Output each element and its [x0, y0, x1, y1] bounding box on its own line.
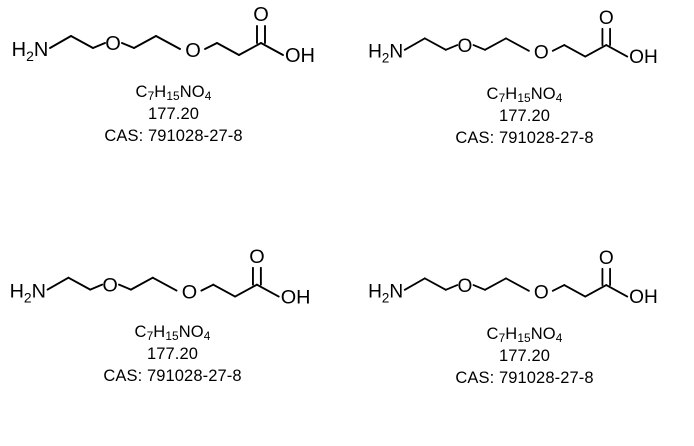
structure-panel: H2N O O O OH C7H15NO4 177.20 CAS: 791028…	[347, 0, 694, 206]
bond-c5-c6	[563, 284, 587, 298]
bond-skeleton	[46, 266, 280, 298]
structure-panel: H2N O O O OH C7H15NO4 177.20 CAS: 791028…	[347, 240, 694, 446]
atom-label-ether-oxygen-2: O	[185, 40, 201, 62]
atom-label-amine: H2N	[10, 281, 46, 306]
atom-label-amine: H2N	[368, 281, 403, 305]
molecular-formula: C7H15NO4	[486, 325, 563, 345]
bond-c2-o1	[444, 44, 459, 51]
atom-label-ether-oxygen-2: O	[534, 282, 549, 303]
atom-label-carbonyl-oxygen: O	[599, 8, 614, 29]
bond-c4-o2	[505, 37, 530, 52]
cas-number: CAS: 791028-27-8	[455, 128, 594, 147]
bond-c2-o1	[92, 42, 106, 49]
molecular-formula: C7H15NO4	[135, 83, 212, 103]
atom-label-carbonyl-oxygen: O	[253, 4, 269, 26]
bond-c4-o2	[155, 35, 181, 50]
bond-c6-c7	[584, 284, 608, 298]
panel-caption: C7H15NO4 177.20 CAS: 791028-27-8	[351, 84, 694, 149]
panel-caption: C7H15NO4 177.20 CAS: 791028-27-8	[0, 82, 347, 147]
bond-o2-c5	[204, 42, 218, 50]
atom-label-ether-oxygen-1: O	[457, 36, 472, 57]
panel-caption: C7H15NO4 177.20 CAS: 791028-27-8	[0, 322, 346, 387]
bond-c5-c6	[563, 44, 587, 58]
bond-c5-c6	[216, 42, 240, 56]
atom-labels: H2N O O O OH	[12, 4, 315, 67]
chemical-structure-diagram: H2N O O O OH	[0, 242, 342, 321]
bond-n-c1	[403, 37, 426, 51]
cas-number: CAS: 791028-27-8	[455, 368, 594, 387]
atom-labels: H2N O O O OH	[368, 248, 658, 308]
bond-c3-c4	[484, 277, 507, 291]
atom-label-ether-oxygen-2: O	[534, 42, 549, 63]
chemical-structure-diagram: H2N O O O OH	[357, 4, 688, 80]
structure-grid: H2N O O O OH C7H15NO4 177.20 CAS: 791028…	[0, 0, 694, 387]
bond-c1-c2	[70, 35, 94, 49]
atom-label-hydroxyl: OH	[629, 47, 658, 68]
bond-o2-c5	[551, 284, 566, 292]
structure-panel: H2N O O O OH C7H15NO4 177.20 CAS: 791028…	[0, 0, 347, 206]
bond-c7-oh	[260, 42, 284, 56]
molecular-weight: 177.20	[498, 346, 551, 365]
bond-o1-c3	[472, 284, 486, 291]
atom-label-ether-oxygen-1: O	[105, 33, 121, 55]
atom-labels: H2N O O O OH	[368, 8, 658, 68]
structure-panel: H2N O O O OH C7H15NO4 177.20 CAS: 791028…	[0, 240, 347, 446]
atom-label-carbonyl-oxygen: O	[249, 246, 264, 268]
chemical-structure-diagram: H2N O O O OH	[357, 244, 688, 320]
bond-c5-c6	[212, 283, 237, 298]
atom-label-amine: H2N	[368, 41, 403, 65]
bond-c6-c7	[234, 283, 258, 298]
bond-skeleton	[403, 27, 629, 58]
atom-label-amine: H2N	[12, 39, 49, 64]
atom-label-carbonyl-oxygen: O	[599, 248, 614, 269]
bond-o2-c5	[200, 283, 215, 292]
bond-c7-oh	[605, 284, 629, 298]
atom-label-hydroxyl: OH	[629, 287, 658, 308]
atom-label-hydroxyl: OH	[285, 45, 315, 67]
atom-label-ether-oxygen-2: O	[182, 282, 197, 304]
atom-label-ether-oxygen-1: O	[457, 276, 472, 297]
bond-o1-c3	[118, 283, 132, 291]
bond-skeleton	[49, 25, 284, 56]
bond-c2-o1	[89, 283, 104, 291]
bond-c6-c7	[584, 44, 608, 58]
bond-c1-c2	[423, 37, 447, 51]
molecular-formula: C7H15NO4	[134, 323, 211, 343]
bond-c1-c2	[423, 277, 447, 291]
bond-n-c1	[403, 277, 426, 291]
molecular-weight: 177.20	[146, 344, 199, 363]
bond-c4-o2	[505, 277, 530, 292]
cas-number: CAS: 791028-27-8	[103, 366, 242, 385]
molecular-weight: 177.20	[147, 104, 200, 123]
bond-c3-c4	[484, 37, 507, 51]
bond-c6-c7	[238, 42, 262, 56]
bond-c2-o1	[444, 284, 459, 291]
bond-o2-c5	[551, 44, 566, 52]
chemical-structure-diagram: H2N O O O OH	[0, 0, 347, 80]
molecular-weight: 177.20	[498, 106, 551, 125]
cas-number: CAS: 791028-27-8	[104, 126, 243, 145]
bond-n-c1	[49, 35, 72, 49]
atom-labels: H2N O O O OH	[10, 246, 311, 309]
molecular-formula: C7H15NO4	[486, 85, 563, 105]
atom-label-ether-oxygen-1: O	[102, 275, 117, 297]
bond-n-c1	[46, 276, 70, 291]
bond-o1-c3	[472, 44, 486, 51]
bond-c1-c2	[67, 276, 92, 291]
bond-c3-c4	[129, 276, 154, 291]
bond-o1-c3	[121, 42, 135, 49]
bond-c3-c4	[133, 35, 157, 49]
bond-skeleton	[403, 267, 629, 298]
atom-label-hydroxyl: OH	[281, 287, 311, 309]
bond-c7-oh	[605, 44, 629, 58]
bond-c4-o2	[151, 276, 178, 292]
panel-caption: C7H15NO4 177.20 CAS: 791028-27-8	[351, 324, 694, 389]
bond-c7-oh	[255, 283, 280, 298]
